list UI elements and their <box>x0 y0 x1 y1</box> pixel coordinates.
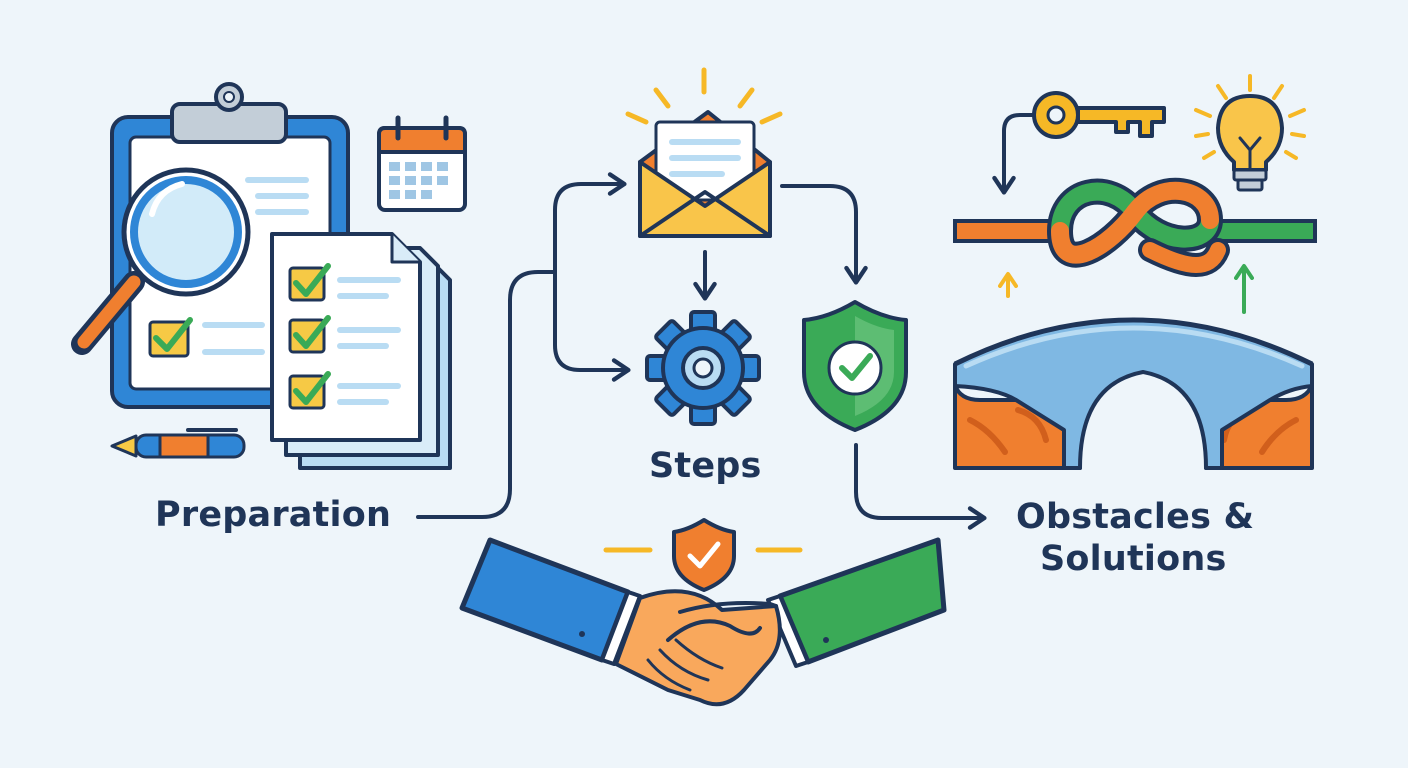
checklist-document-icon <box>270 232 452 470</box>
obstacles-label-line1: Obstacles & <box>1016 497 1255 537</box>
flow-connectors <box>416 172 987 530</box>
pen-icon <box>110 428 246 459</box>
arrow-to-envelope <box>553 172 627 274</box>
knot-icon <box>953 177 1317 314</box>
arrow-to-gear <box>553 270 631 382</box>
connector-preparation-to-steps <box>416 270 557 519</box>
lightbulb-icon <box>1194 74 1306 192</box>
steps-label: Steps <box>649 446 762 486</box>
obstacles-solutions-label: Obstacles & Solutions <box>1016 496 1254 580</box>
arrow-envelope-to-shield <box>780 184 868 285</box>
magnifying-glass-icon <box>71 167 251 355</box>
obstacles-label-line2: Solutions <box>1040 539 1227 579</box>
key-icon <box>992 91 1166 195</box>
preparation-label: Preparation <box>155 495 392 535</box>
calendar-icon <box>377 115 467 212</box>
handshake-icon <box>459 518 947 707</box>
email-envelope-icon <box>625 67 783 238</box>
bridge-icon <box>953 317 1314 470</box>
gear-icon <box>645 310 761 426</box>
shield-check-icon <box>802 300 908 432</box>
arrow-shield-to-obstacles <box>854 443 987 530</box>
